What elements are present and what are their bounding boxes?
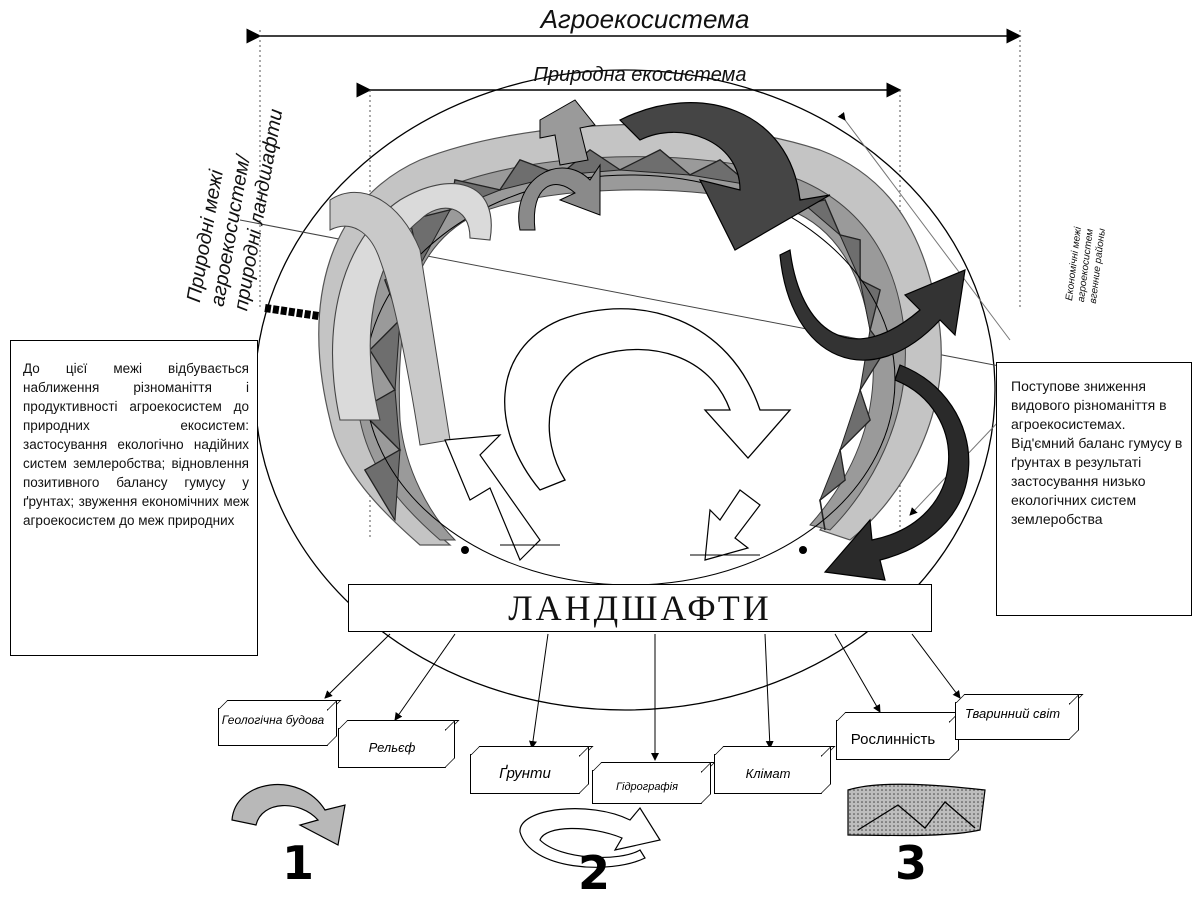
- component-soils-label: Ґрунти: [499, 765, 551, 782]
- component-vegetation: Рослинність: [836, 720, 950, 760]
- left-description-box: До цієї межі відбувається наближення різ…: [10, 340, 258, 656]
- cycle-icon-1: [231, 784, 346, 846]
- component-climate-label: Клімат: [745, 766, 791, 781]
- point-right: [799, 546, 807, 554]
- agroecosystem-label: Агроекосистема: [540, 4, 750, 34]
- component-geology: Геологічна будова: [218, 708, 328, 746]
- dark-arrow-top: [618, 102, 831, 251]
- grey-arrow-top: [518, 163, 601, 231]
- component-hydrography: Гідрографія: [592, 770, 702, 804]
- number-3: 3: [895, 836, 928, 890]
- inner-band: [352, 156, 906, 541]
- component-arrows: [324, 633, 961, 761]
- component-relief-label: Рельєф: [368, 740, 416, 755]
- component-relief: Рельєф: [338, 728, 446, 768]
- diagonal-line-2: [837, 112, 1011, 341]
- component-fauna-label: Тваринний світ: [964, 706, 1061, 721]
- cycle-icon-2: [519, 806, 661, 868]
- component-fauna: Тваринний світ: [955, 702, 1070, 740]
- agroecosystem-dimension: [246, 28, 1022, 310]
- right-description-box: Поступове зниження видового різноманіття…: [996, 362, 1192, 616]
- component-climate: Клімат: [714, 754, 822, 794]
- white-arrow-down-right: [704, 489, 761, 561]
- mountains-icon: [857, 801, 976, 831]
- component-vegetation-label: Рослинність: [850, 731, 936, 748]
- natural-ecosystem-label: Природна екосистема: [533, 64, 747, 86]
- grey-arrow-top-2: [539, 99, 596, 166]
- component-soils: Ґрунти: [470, 754, 580, 794]
- component-geology-label: Геологічна будова: [221, 713, 325, 727]
- number-1: 1: [282, 836, 315, 890]
- central-cycle-arrow: [504, 308, 792, 491]
- dark-arrow-right: [779, 249, 966, 361]
- point-left: [461, 546, 469, 554]
- landscapes-bar: ЛАНДШАФТИ: [348, 584, 932, 632]
- component-hydrography-label: Гідрографія: [616, 781, 678, 793]
- dark-arrow-bottom-right: [823, 364, 970, 581]
- number-2: 2: [578, 846, 611, 900]
- landscape-icon-3: [847, 783, 986, 837]
- white-arrow-up-left: [444, 434, 541, 562]
